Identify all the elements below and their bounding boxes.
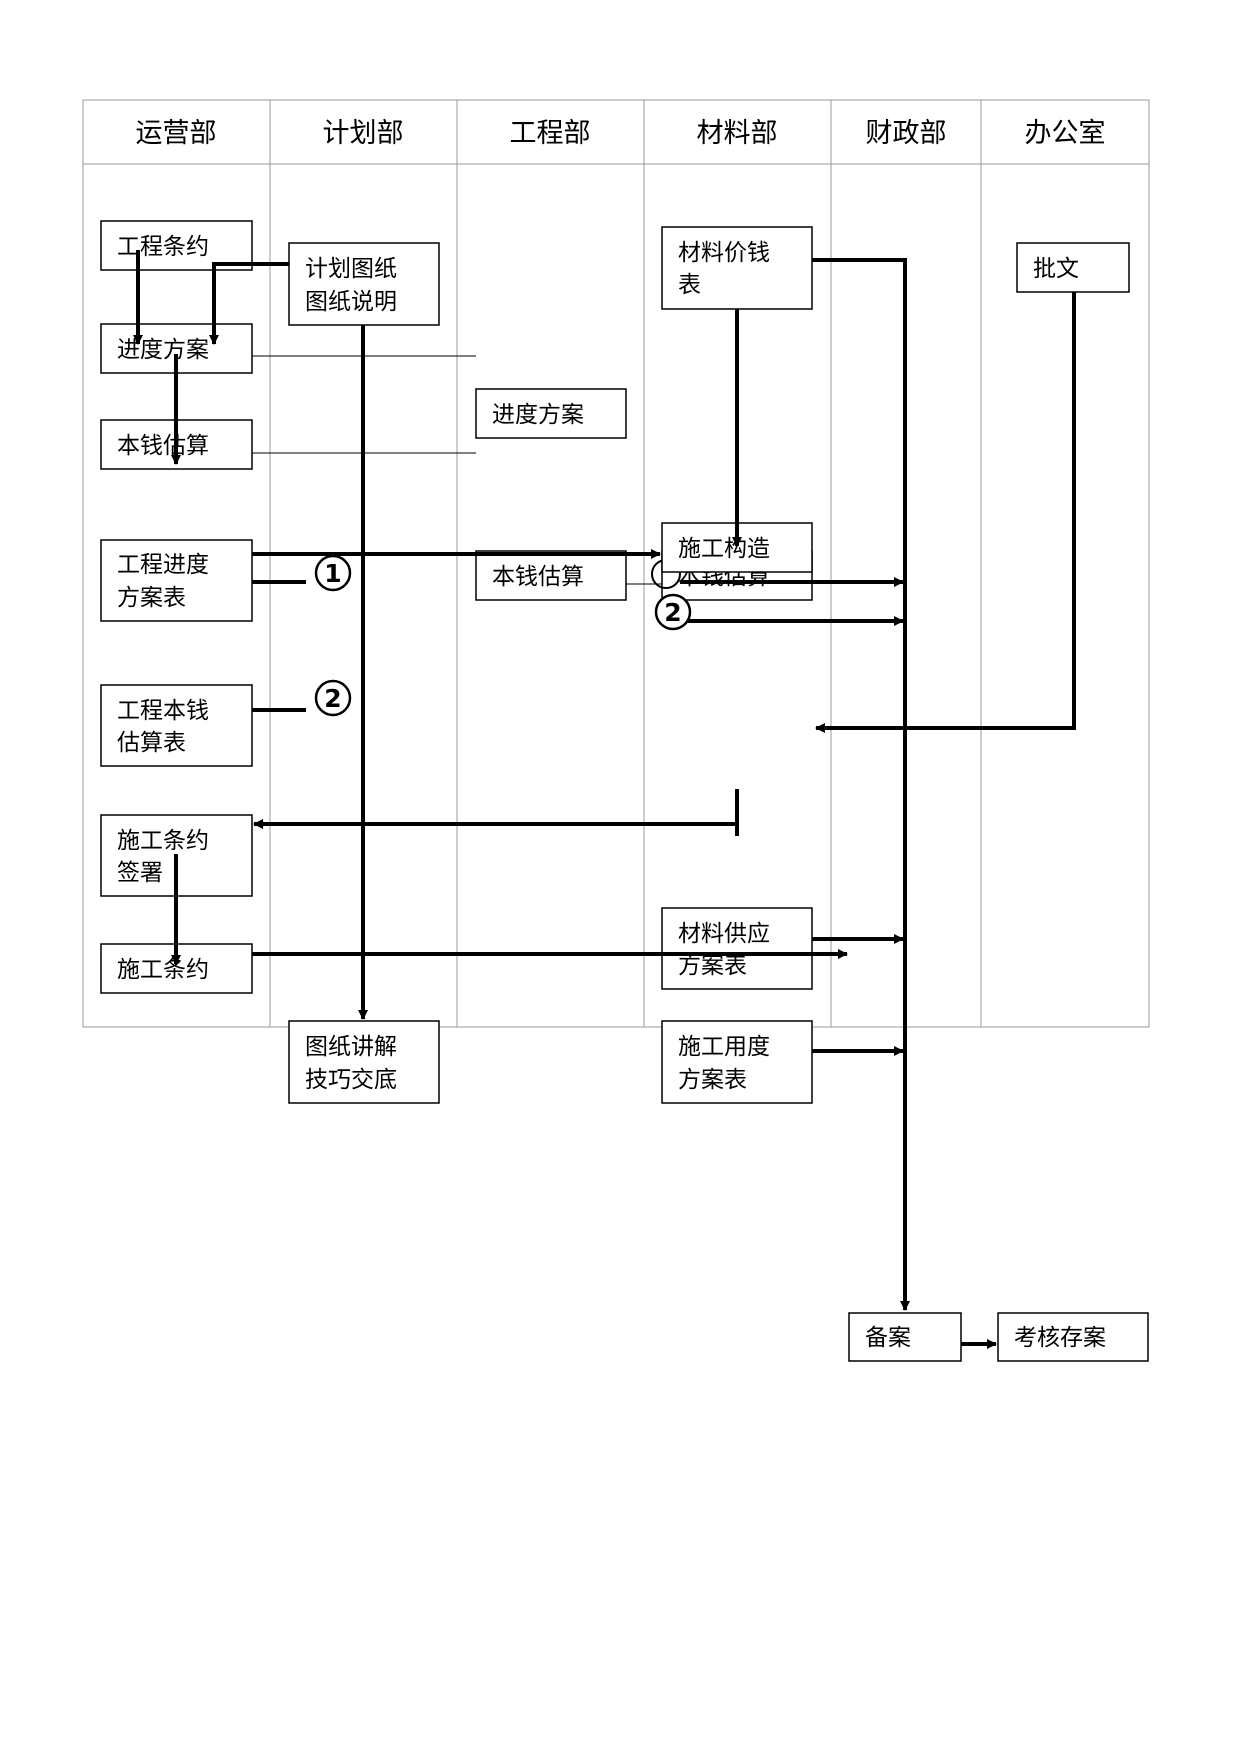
box-drawing-brief-line1: 图纸讲解 [305, 1034, 397, 1060]
box-schedule-plan-eng-label: 进度方案 [492, 402, 584, 428]
marker-one-progress-label: 1 [324, 559, 341, 588]
box-plan-drawings-line2: 图纸说明 [305, 289, 397, 315]
box-cost-table-line2: 估算表 [117, 730, 186, 756]
box-cost-table-line1: 工程本钱 [117, 698, 209, 724]
flow-lines [133, 250, 1076, 1349]
header-materials: 材料部 [697, 118, 778, 149]
box-structure: 施工构造 [661, 522, 813, 573]
box-supply-plan: 材料供应 方案表 [661, 907, 813, 990]
box-archive-label: 考核存案 [1014, 1325, 1106, 1351]
box-cost-estimate-ops-label: 本钱估算 [117, 433, 209, 459]
box-drawing-brief: 图纸讲解 技巧交底 [288, 1020, 440, 1104]
header-office: 办公室 [1025, 118, 1106, 149]
header-finance: 财政部 [866, 118, 947, 149]
box-sign-line2: 签署 [117, 860, 163, 886]
header-operations: 运营部 [136, 118, 217, 149]
box-contract-label: 工程条约 [117, 234, 209, 260]
marker-one-progress: 1 [314, 554, 352, 592]
box-contract: 工程条约 [100, 220, 253, 271]
header-planning: 计划部 [323, 118, 404, 149]
box-structure-label: 施工构造 [678, 536, 770, 562]
marker-two-cost: 2 [314, 679, 352, 717]
box-supply-plan-line1: 材料供应 [678, 921, 770, 947]
box-progress-table-line2: 方案表 [117, 585, 186, 611]
box-price-table: 材料价钱 表 [661, 226, 813, 310]
marker-two-materials: 2 [654, 593, 692, 631]
box-filing-label: 备案 [865, 1325, 911, 1351]
box-progress-table-line1: 工程进度 [117, 552, 209, 578]
box-usage-plan-line1: 施工用度 [678, 1034, 770, 1060]
box-plan-drawings-line1: 计划图纸 [305, 256, 397, 282]
box-cost-estimate-eng-label: 本钱估算 [492, 564, 584, 590]
box-progress-table: 工程进度 方案表 [100, 539, 253, 622]
box-plan-drawings: 计划图纸 图纸说明 [288, 242, 440, 326]
box-cost-table: 工程本钱 估算表 [100, 684, 253, 767]
box-usage-plan-line2: 方案表 [678, 1067, 747, 1093]
header-engineering: 工程部 [510, 118, 591, 149]
box-archive: 考核存案 [997, 1312, 1149, 1362]
swimlane-grid [82, 99, 1150, 1028]
box-price-table-line2: 表 [678, 272, 701, 298]
box-construction-contract-label: 施工条约 [117, 957, 209, 983]
box-drawing-brief-line2: 技巧交底 [305, 1067, 397, 1093]
marker-two-materials-label: 2 [664, 598, 681, 627]
box-schedule-plan-eng: 进度方案 [475, 388, 627, 439]
box-filing: 备案 [848, 1312, 962, 1362]
box-approval: 批文 [1016, 242, 1130, 293]
box-price-table-line1: 材料价钱 [678, 240, 770, 266]
box-sign-line1: 施工条约 [117, 828, 209, 854]
box-approval-label: 批文 [1033, 256, 1079, 282]
box-schedule-plan-ops-label: 进度方案 [117, 337, 209, 363]
marker-two-cost-label: 2 [324, 684, 341, 713]
box-supply-plan-line2: 方案表 [678, 953, 747, 979]
box-cost-estimate-eng: 本钱估算 [475, 550, 627, 601]
box-usage-plan: 施工用度 方案表 [661, 1020, 813, 1104]
